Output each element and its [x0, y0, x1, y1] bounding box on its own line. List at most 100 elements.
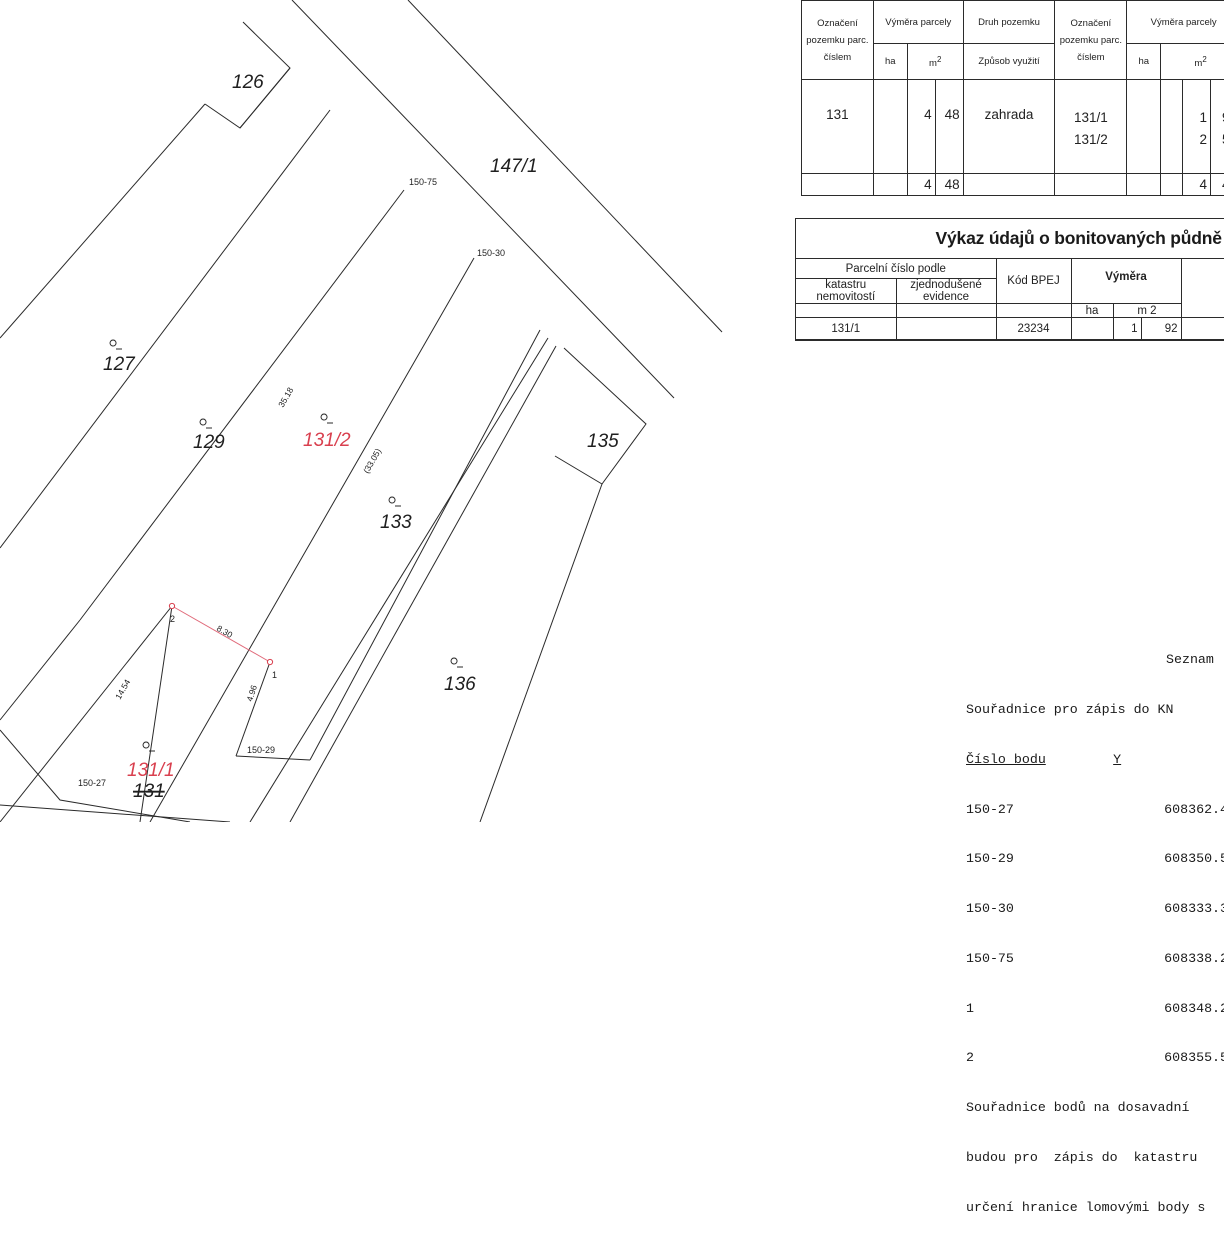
header-new-area: Výměra parcely	[1126, 0, 1224, 44]
header-spacer-2	[895, 303, 997, 318]
new-m-hundreds-2: 2	[1199, 132, 1207, 147]
parcel-label-131: 131	[133, 781, 165, 802]
bpej-cell-last	[1180, 317, 1224, 340]
dimension-33-05: (33.05)	[361, 447, 383, 475]
header-ha: ha	[872, 43, 908, 80]
header-bpej-ha: ha	[1070, 303, 1114, 318]
parcel-label-136: 136	[444, 674, 476, 695]
cadastral-map: 126 147/1 127 129 131/2 133 135 136 131/…	[0, 0, 723, 822]
cell-new-m-rest: 92 56	[1209, 79, 1224, 174]
cell-new-blank	[1160, 79, 1184, 174]
total-parcel	[801, 173, 874, 196]
point-2-marker	[168, 602, 176, 610]
coords-point: 150-27	[966, 801, 1014, 817]
coords-row: 150-29 608350.50	[966, 851, 1224, 868]
coords-point: 1	[966, 1000, 974, 1016]
coords-note-line: budou pro zápis do katastru	[966, 1150, 1198, 1165]
bpej-cell-ha	[1070, 317, 1114, 340]
point-label-2: 2	[170, 614, 175, 624]
point-label-150-27: 150-27	[78, 778, 106, 788]
dimension-14-54: 14.54	[113, 677, 132, 701]
header-ha-2: ha	[1126, 43, 1162, 80]
coords-row: 150-27 608362.43	[966, 802, 1224, 819]
coords-subheading: Souřadnice pro zápis do KN	[966, 701, 1174, 717]
bpej-cell-m-b: 92	[1140, 317, 1182, 340]
coords-point: 150-30	[966, 901, 1014, 917]
cell-ha	[872, 79, 908, 174]
header-m2: m2	[906, 43, 964, 80]
bpej-grid: Parcelní číslo podle Kód BPEJ Výměra P k…	[796, 258, 1224, 340]
parcel-label-129: 129	[193, 432, 225, 453]
coords-y: 608338.22	[1164, 950, 1224, 966]
parcel-symbols	[109, 339, 463, 752]
cell-parcel: 131	[801, 79, 874, 174]
new-parcel-131-2: 131/2	[1073, 132, 1108, 147]
total-new-m-hundreds: 4	[1182, 173, 1211, 196]
header-bpej-m2: m 2	[1112, 303, 1182, 318]
coords-y: 608350.50	[1164, 851, 1224, 867]
header-parcel-number: Označení pozemku parc. číslem	[801, 0, 874, 80]
coords-col-y: Y	[1113, 751, 1122, 767]
total-new-m-rest: 48	[1209, 173, 1224, 196]
cell-new-parcels: 131/1 131/2	[1054, 79, 1128, 174]
cell-m-hundreds: 4	[906, 79, 936, 174]
coords-col-point: Číslo bodu	[966, 751, 1046, 767]
parcel-label-131-1: 131/1	[127, 760, 175, 781]
new-parcel-131-1: 131/1	[1073, 110, 1108, 125]
total-new-parcel	[1054, 173, 1128, 196]
point-label-150-29: 150-29	[247, 745, 275, 755]
coords-note-line: určení hranice lomovými body s	[966, 1199, 1206, 1215]
point-1-marker	[266, 658, 274, 666]
point-label-150-75: 150-75	[409, 177, 437, 187]
bpej-table: Výkaz údajů o bonitovaných půdně e Parce…	[795, 218, 1224, 341]
bpej-cell-cadastre: 131/1	[796, 317, 897, 340]
cell-land-type: zahrada	[962, 79, 1056, 174]
parcel-label-147-1: 147/1	[490, 156, 538, 177]
parcel-label-126: 126	[232, 72, 264, 93]
new-m-hundreds-1: 1	[1199, 110, 1207, 125]
coords-y: 608362.43	[1164, 801, 1224, 817]
coords-row: 150-30 608333.36	[966, 901, 1224, 918]
header-simplified: zjednodušené evidence	[895, 278, 997, 304]
header-bpej-area: Výměra	[1070, 258, 1182, 304]
dimension-35-18: 35.18	[276, 385, 295, 409]
parcel-label-131-2: 131/2	[303, 430, 351, 451]
coords-point: 150-75	[966, 950, 1014, 966]
header-land-type: Druh pozemku	[962, 0, 1056, 44]
header-new-parcel-number: Označení pozemku parc. číslem	[1054, 0, 1128, 80]
coords-heading: Seznam	[1166, 652, 1214, 668]
coords-header-row: Číslo bodu Y	[966, 752, 1224, 769]
bpej-cell-m-a: 1	[1112, 317, 1142, 340]
header-parcel-by: Parcelní číslo podle	[796, 258, 997, 279]
bpej-cell-code: 23234	[995, 317, 1072, 340]
header-usage: Způsob využití	[962, 43, 1056, 80]
header-bpej-code: Kód BPEJ	[995, 258, 1072, 304]
header-m2-2: m2	[1160, 43, 1224, 80]
parcel-label-127: 127	[103, 354, 136, 375]
coordinate-list: Seznam Souřadnice pro zápis do KN Číslo …	[966, 619, 1224, 1233]
coords-row: 150-75 608338.22	[966, 951, 1224, 968]
total-new-blank	[1160, 173, 1184, 196]
header-spacer-1	[796, 303, 897, 318]
dimension-8-30: 8.30	[215, 623, 235, 640]
parcel-label-133: 133	[380, 512, 412, 533]
total-new-ha	[1126, 173, 1162, 196]
cell-new-m-hundreds: 1 2	[1182, 79, 1211, 174]
cell-m-rest: 48	[934, 79, 964, 174]
header-bpej-last: P	[1180, 258, 1224, 318]
coords-point: 2	[966, 1050, 974, 1066]
new-m-rest-1: 92	[1211, 107, 1224, 129]
new-m-rest-2: 56	[1211, 129, 1224, 151]
header-spacer-3	[995, 303, 1072, 318]
point-label-150-30: 150-30	[477, 248, 505, 258]
bpej-cell-simplified	[895, 317, 997, 340]
total-ha	[872, 173, 908, 196]
point-label-1: 1	[272, 670, 277, 680]
coords-y: 608333.36	[1164, 901, 1224, 917]
total-m-hundreds: 4	[906, 173, 936, 196]
coords-point: 150-29	[966, 851, 1014, 867]
header-area: Výměra parcely	[872, 0, 964, 44]
coords-note-line: Souřadnice bodů na dosavadní	[966, 1100, 1190, 1116]
